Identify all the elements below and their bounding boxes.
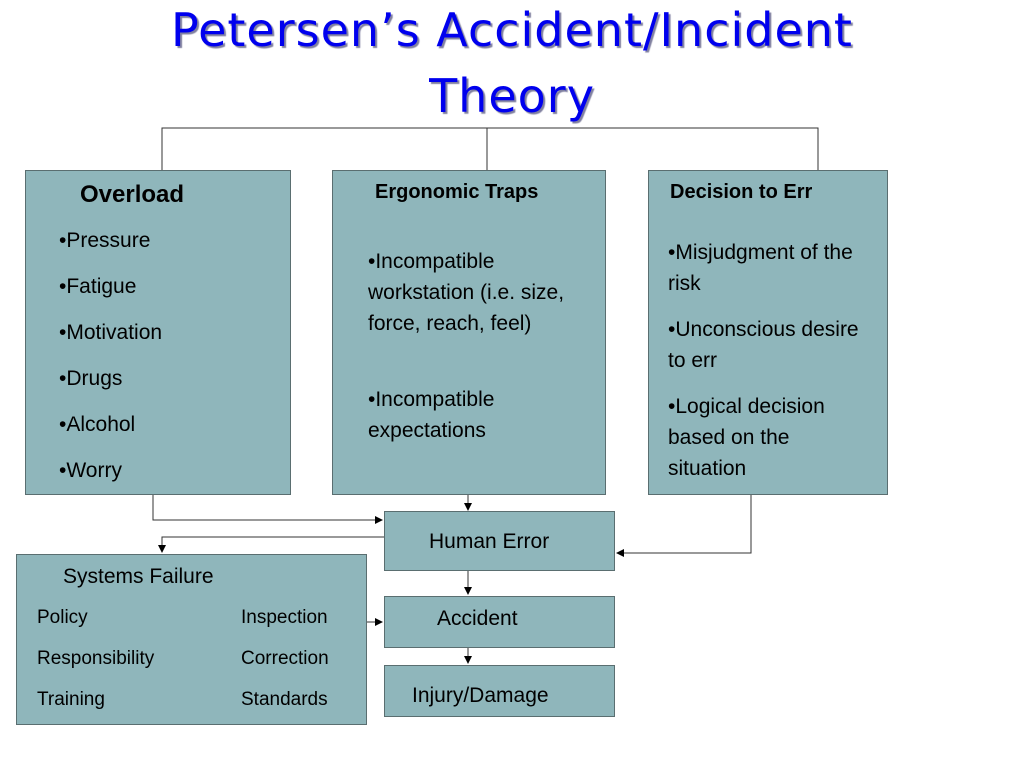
decision-to-human-error-arrow <box>616 495 752 557</box>
systems-left-item: Training <box>37 689 105 710</box>
overload-item: •Worry <box>59 459 122 482</box>
decision-to-err-header: Decision to Err <box>670 181 813 203</box>
overload-header: Overload <box>80 181 185 208</box>
overload-item: •Fatigue <box>59 275 137 298</box>
decision-item: •Misjudgment of the risk <box>668 241 853 295</box>
overload-to-human-error-arrow <box>152 495 383 524</box>
systems-right-item: Inspection <box>241 607 328 628</box>
overload-item: •Pressure <box>59 229 151 252</box>
page-title-line-2: Theory <box>429 69 595 123</box>
accident-box: Accident <box>384 596 615 648</box>
overload-item: •Motivation <box>59 321 163 344</box>
systems-left-item: Policy <box>37 607 88 628</box>
human-error-to-systems-arrow <box>158 536 385 553</box>
top-bracket-line <box>161 127 819 170</box>
overload-item: •Alcohol <box>59 413 136 436</box>
ergonomic-item: •Incompatible workstation (i.e. size, fo… <box>368 250 565 335</box>
decision-item: •Logical decision based on the situation <box>668 395 825 480</box>
human-error-box: Human Error <box>384 511 615 571</box>
systems-left-item: Responsibility <box>37 648 155 669</box>
ergonomic-traps-box: Ergonomic Traps •Incompatible workstatio… <box>332 170 606 495</box>
human-error-label: Human Error <box>429 530 550 553</box>
accident-label: Accident <box>437 607 518 630</box>
systems-failure-box: Systems Failure Policy Responsibility Tr… <box>16 554 367 725</box>
ergonomic-traps-header: Ergonomic Traps <box>375 181 539 203</box>
systems-right-item: Standards <box>241 689 328 710</box>
systems-failure-header: Systems Failure <box>63 565 214 588</box>
overload-item: •Drugs <box>59 367 123 390</box>
overload-box: Overload •Pressure •Fatigue •Motivation … <box>25 170 291 495</box>
decision-to-err-box: Decision to Err •Misjudgment of the risk… <box>648 170 888 495</box>
ergonomic-item: •Incompatible expectations <box>368 388 495 442</box>
injury-damage-box: Injury/Damage <box>384 665 615 717</box>
page-title-line-1: Petersen’s Accident/Incident <box>171 3 853 57</box>
decision-item: •Unconscious desire to err <box>668 318 859 372</box>
systems-right-item: Correction <box>241 648 329 669</box>
injury-damage-label: Injury/Damage <box>412 684 549 707</box>
